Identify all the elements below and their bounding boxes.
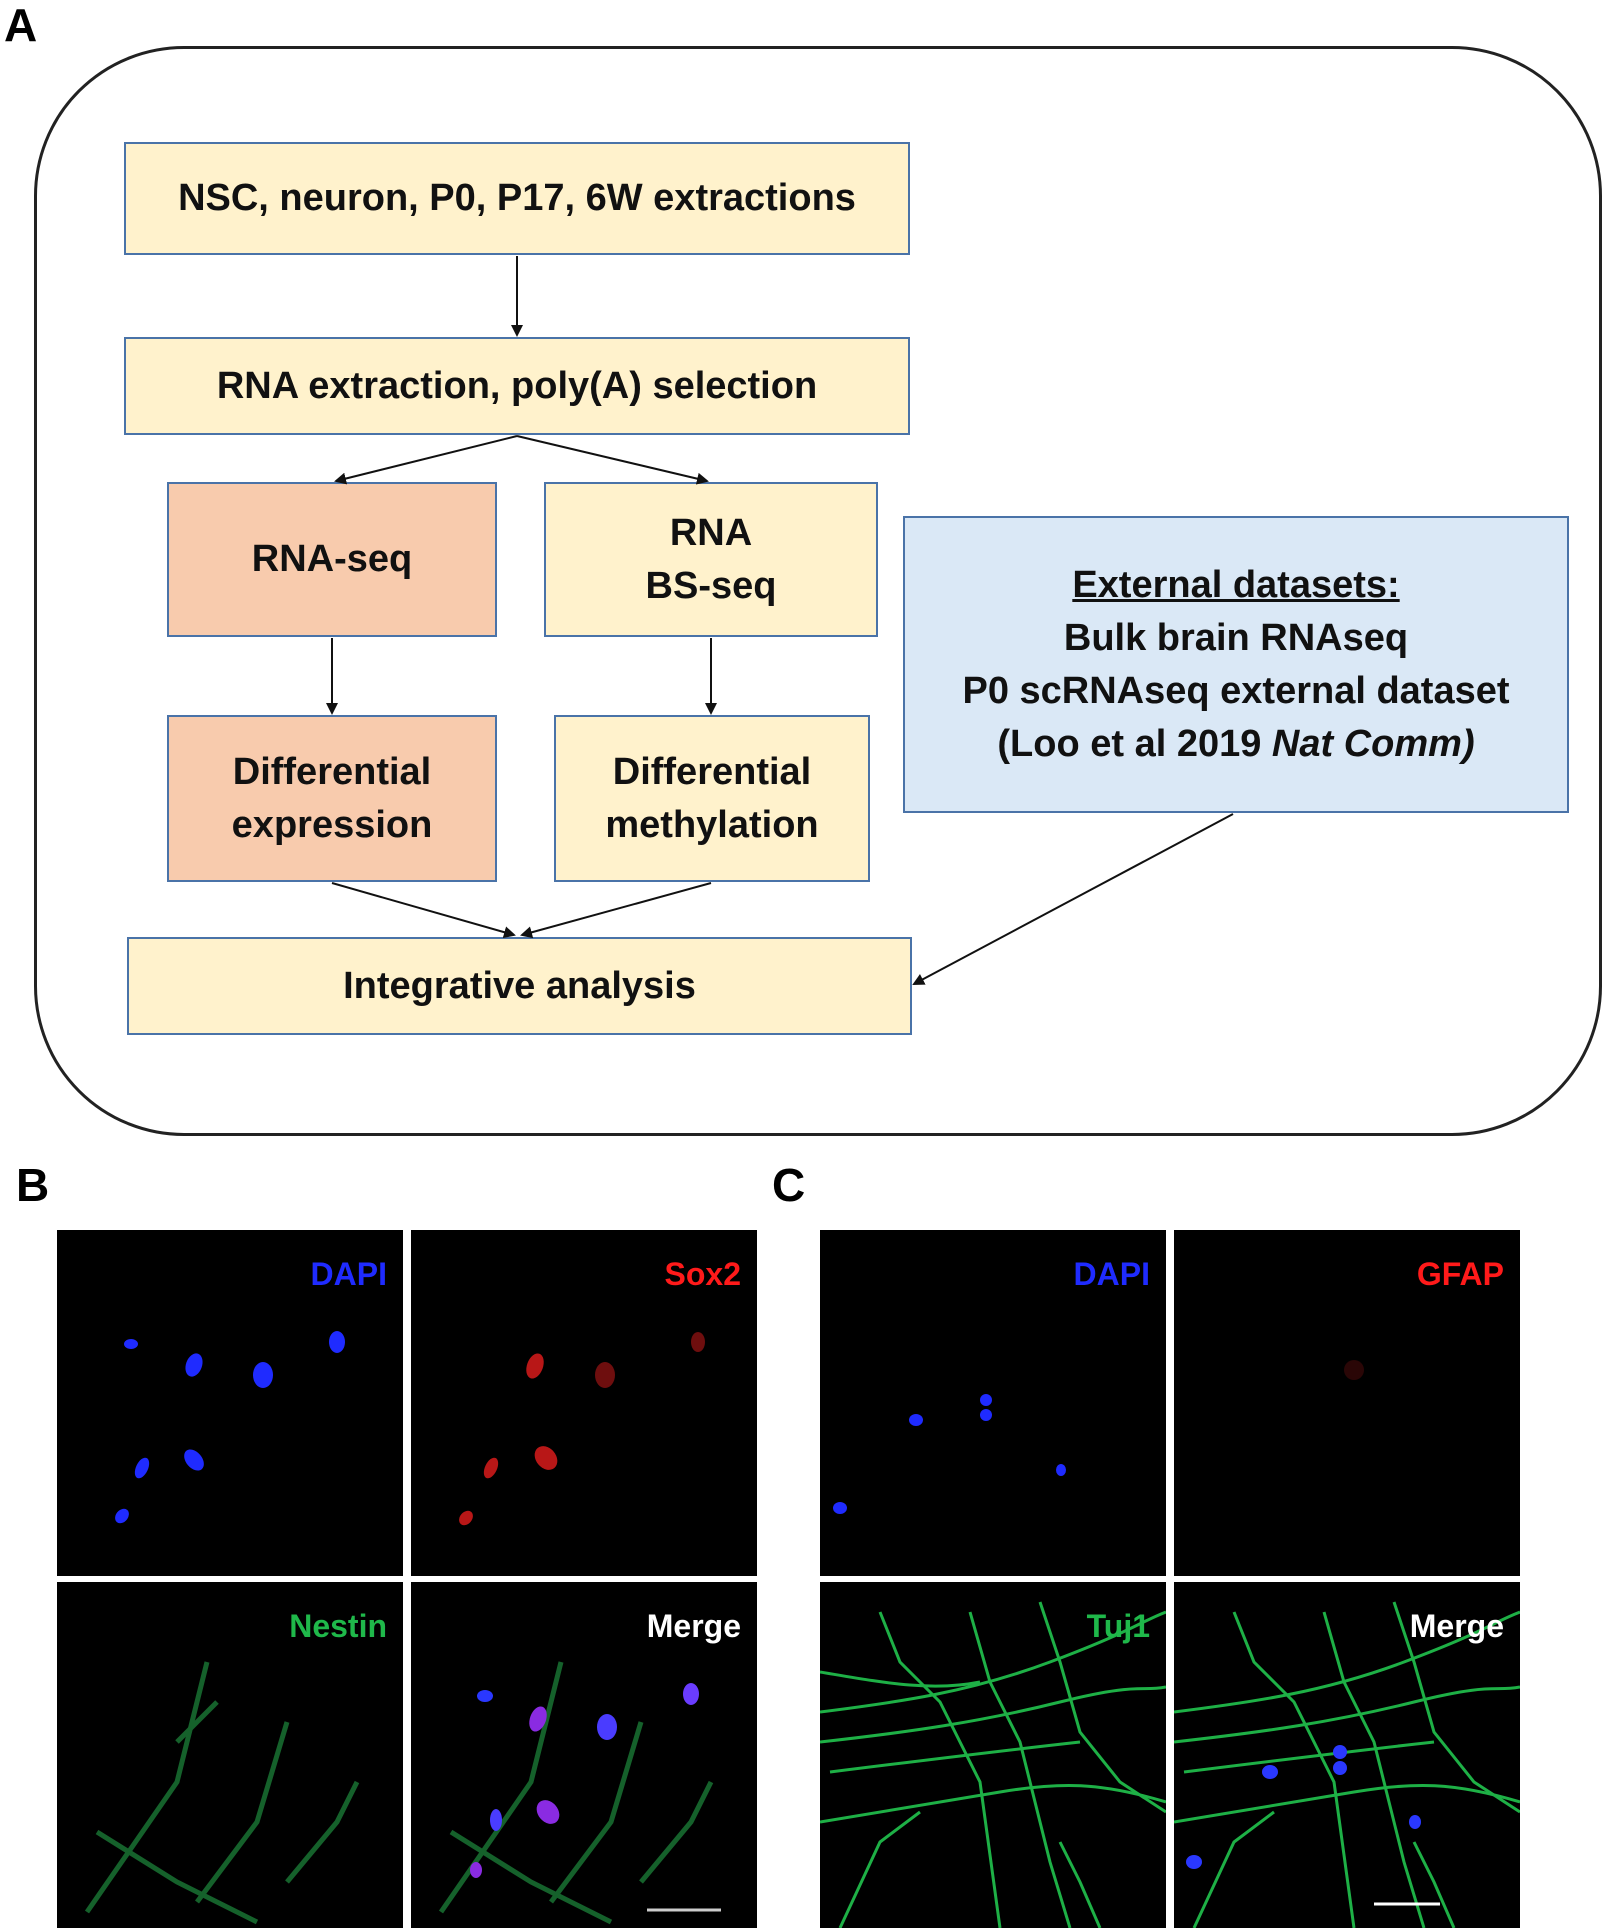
differential-methylation-box: Differential methylation [554, 715, 870, 882]
differential-expression-box: Differential expression [167, 715, 497, 882]
diff-methylation-line1: Differential [612, 750, 812, 793]
micrograph-c-tuj1: Tuj1 [820, 1582, 1166, 1928]
label-dapi: DAPI [310, 1256, 387, 1292]
rna-extraction-box: RNA extraction, poly(A) selection [124, 337, 910, 435]
citation-prefix: (Loo et al 2019 [997, 722, 1272, 765]
diff-methylation-line2: methylation [605, 803, 819, 846]
micrograph-b-merge: Merge [411, 1582, 757, 1928]
label-sox2: Sox2 [664, 1256, 741, 1292]
external-datasets-line1: Bulk brain RNAseq [1063, 616, 1409, 659]
label-merge-c: Merge [1409, 1608, 1504, 1644]
arrow-rna-to-bsseq [516, 435, 709, 485]
diff-expression-line2: expression [231, 803, 433, 846]
panel-label-b: B [16, 1159, 50, 1211]
micrograph-b-dapi: DAPI [57, 1230, 403, 1576]
tuj1-neurites [820, 1601, 1166, 1928]
integrative-analysis-text: Integrative analysis [343, 964, 696, 1007]
label-merge-b: Merge [646, 1608, 741, 1644]
rna-bs-seq-box: RNA BS-seq [544, 482, 878, 637]
sox2-nuclei [459, 1332, 705, 1526]
micrograph-b-nestin: Nestin [57, 1582, 403, 1928]
panel-label-c: C [772, 1159, 806, 1211]
rna-bs-seq-line2: BS-seq [645, 564, 777, 607]
label-tuj1: Tuj1 [1086, 1608, 1150, 1644]
panel-label-a: A [4, 0, 38, 51]
merge-c-overlay [1174, 1601, 1520, 1928]
label-gfap: GFAP [1416, 1256, 1504, 1292]
label-dapi-c: DAPI [1073, 1256, 1150, 1292]
external-datasets-line3: (Loo et al 2019 Nat Comm) [997, 718, 1474, 771]
arrow-rna-to-rnaseq [334, 435, 518, 485]
dapi-nuclei-c [833, 1394, 1066, 1514]
integrative-analysis-box: Integrative analysis [127, 937, 912, 1035]
diff-expression-line1: Differential [232, 750, 432, 793]
external-datasets-line2: P0 scRNAseq external dataset [962, 669, 1510, 712]
micrograph-c-merge: Merge [1174, 1582, 1520, 1928]
rna-bs-seq-line1: RNA [669, 511, 753, 554]
gfap-signal [1344, 1360, 1364, 1380]
rna-seq-box: RNA-seq [167, 482, 497, 637]
flow-arrows [326, 256, 1234, 985]
micrograph-c-dapi: DAPI [820, 1230, 1166, 1576]
arrow-diffmeth-to-integrative [520, 882, 712, 939]
external-datasets-box: External datasets: Bulk brain RNAseq P0 … [903, 516, 1569, 813]
label-nestin: Nestin [289, 1608, 387, 1644]
merge-b-overlay [438, 1661, 721, 1925]
citation-journal: Nat Comm) [1271, 722, 1475, 765]
extractions-box: NSC, neuron, P0, P17, 6W extractions [124, 142, 910, 255]
rna-seq-text: RNA-seq [251, 538, 413, 580]
dapi-nuclei-b [115, 1331, 345, 1524]
nestin-fibers [84, 1661, 360, 1925]
arrow-external-to-integrative [912, 813, 1234, 985]
arrow-diffexpr-to-integrative [331, 882, 516, 939]
extractions-text: NSC, neuron, P0, P17, 6W extractions [178, 177, 856, 219]
micrograph-c-gfap: GFAP [1174, 1230, 1520, 1576]
rna-extraction-text: RNA extraction, poly(A) selection [216, 364, 818, 407]
micrograph-b-sox2: Sox2 [411, 1230, 757, 1576]
external-datasets-heading: External datasets: [1072, 563, 1400, 606]
workflow-frame [34, 46, 1602, 1136]
